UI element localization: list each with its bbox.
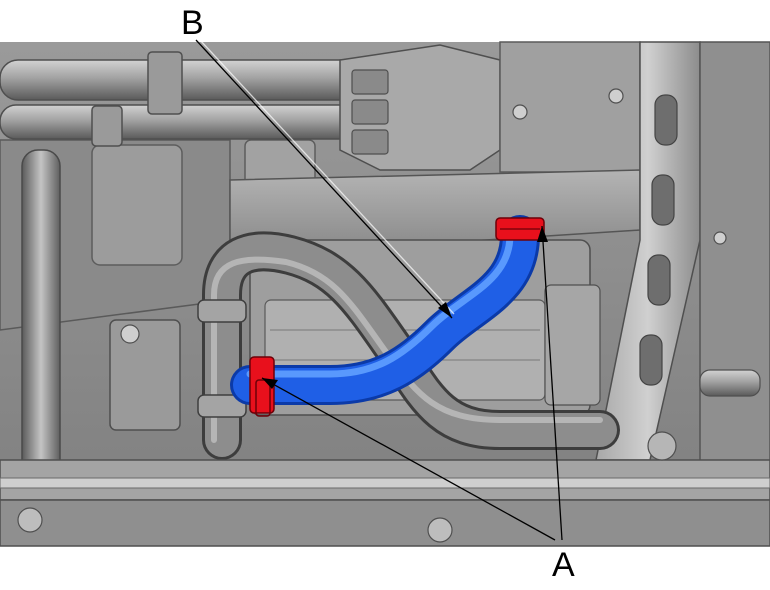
- frame-mount-bolt: [647, 431, 677, 461]
- pipe-clip-lower: [91, 105, 123, 147]
- hose-clamp-gray-1: [197, 299, 247, 323]
- connector-plug-2: [351, 99, 389, 125]
- arrowhead-a-right: [537, 226, 548, 242]
- motor-end-cap: [544, 284, 601, 406]
- far-right-structure: [699, 41, 770, 463]
- bottom-bolt-center: [427, 517, 453, 543]
- bolt-upper-right-2: [608, 88, 624, 104]
- leader-line-b-outer: [195, 39, 453, 319]
- right-stub-pipe: [699, 369, 761, 397]
- left-lower-bracket: [109, 319, 181, 431]
- frame-slot-3: [647, 254, 671, 306]
- blue-hose: [233, 218, 537, 402]
- frame-bolt: [713, 231, 727, 245]
- arrowhead-a-left: [262, 378, 278, 389]
- lower-rail-highlight: [0, 477, 770, 489]
- gray-hose: [205, 234, 617, 457]
- gray-hose-highlight: [211, 256, 603, 443]
- bolt-upper-right: [512, 104, 528, 120]
- frame-slot-4: [639, 334, 663, 386]
- blue-hose-highlight: [246, 231, 514, 378]
- callout-label-b: B: [181, 4, 204, 42]
- bracket-bolt: [120, 324, 140, 344]
- left-bracket-plate: [91, 144, 183, 266]
- callout-label-a: A: [552, 546, 575, 584]
- leader-line-a-left: [261, 377, 556, 541]
- left-vertical-pipe: [21, 149, 61, 481]
- leader-line-a-right: [541, 225, 563, 541]
- upper-pipe-1: [0, 59, 381, 101]
- pipe-clip-upper: [147, 51, 183, 115]
- frame-slot-2: [651, 174, 675, 226]
- frame-slot-1: [654, 94, 678, 146]
- leader-line-b-shadow: [199, 39, 455, 315]
- bottom-pan: [0, 499, 770, 547]
- arrowhead-b: [438, 302, 452, 318]
- hose-clamp-gray-2: [197, 394, 247, 418]
- connector-plug-1: [351, 69, 389, 95]
- clamp-right: [495, 217, 545, 241]
- upper-pipe-2: [0, 104, 381, 140]
- connector-plug-3: [351, 129, 389, 155]
- bottom-bolt-left: [17, 507, 43, 533]
